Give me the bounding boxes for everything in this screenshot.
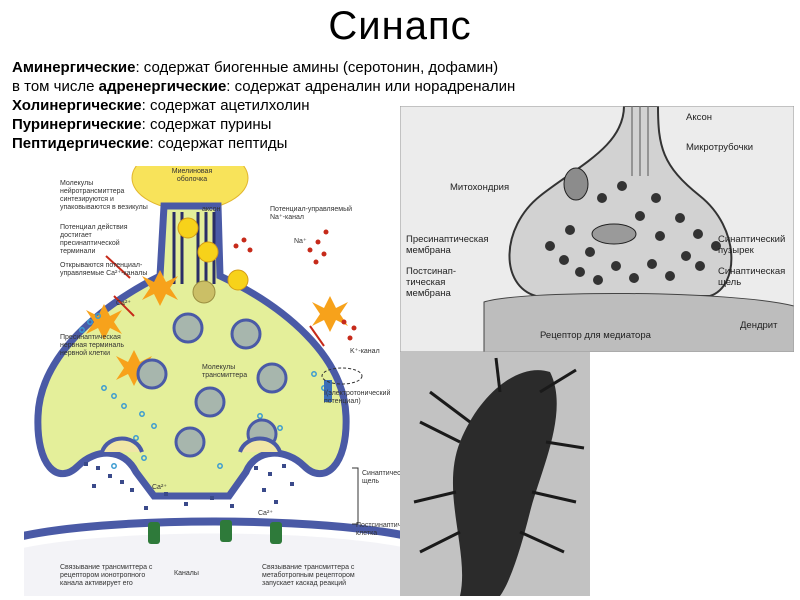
axon-vesicle [192, 280, 216, 304]
label-terminal: Пресинаптическая нервная терминаль нервн… [60, 334, 124, 357]
label-axon-left: аксон [202, 206, 221, 213]
synapse-gray-svg [400, 106, 794, 352]
label-action-potential: Потенциал действия достигает пресинаптич… [60, 224, 128, 255]
synapse-color-diagram: Миелиновая оболочка аксон Молекулы нейро… [24, 166, 406, 596]
mitochondrion [563, 167, 589, 201]
neuron-body [452, 370, 557, 596]
cleft-bracket [352, 467, 359, 525]
postsynaptic-cell [24, 533, 406, 596]
label-cleft-right: Синаптическая щель [718, 266, 786, 288]
label-ca-lower-2: Ca²⁺ [258, 510, 273, 517]
label-na-channel: Потенциал-управляемый Na⁺-канал [270, 206, 353, 221]
synapse-gray-diagram: Аксон Микротрубочки Митохондрия Пресинап… [400, 106, 794, 352]
label-axon-right: Аксон [686, 112, 712, 123]
na-ions [233, 229, 357, 341]
postsynaptic-membrane [24, 517, 406, 540]
label-ionotropic: Связывание трансмиттера с рецептором ион… [60, 564, 153, 587]
synapse-types-list: Аминергические: содержат биогенные амины… [12, 58, 515, 153]
line-adrenergic: в том числе адренергические: содержат ад… [12, 78, 516, 95]
synaptic-vesicles [136, 312, 288, 458]
postsynaptic-channels [148, 520, 282, 544]
signal-arrows [105, 255, 325, 347]
axon-vesicle [177, 217, 199, 239]
label-channels: Каналы [174, 570, 199, 577]
label-myelin: Миелиновая оболочка [171, 168, 213, 183]
axon-vesicle [227, 269, 249, 291]
label-microtubules: Микротрубочки [686, 142, 754, 153]
line-cholinergic: Холинергические: содержат ацетилхолин [12, 97, 310, 114]
label-postsyn-cell: Постсинаптическая клетка [356, 522, 406, 537]
label-mitochondria: Митохондрия [450, 182, 510, 193]
label-cleft-left: Синаптическая щель [362, 470, 406, 485]
label-ca: Ca²⁺ [116, 300, 131, 307]
k-channel [324, 380, 332, 402]
label-presyn-membrane: Пресинаптическая мембрана [406, 234, 489, 256]
slide-title: Синапс [328, 4, 472, 48]
label-transmitter: Молекулы трансмиттера [202, 364, 248, 379]
synapse-color-svg [24, 166, 406, 596]
label-na: Na⁺ [294, 238, 307, 245]
line-purinergic: Пуринергические: содержат пурины [12, 116, 272, 133]
synaptic-vesicles-gray [545, 181, 721, 285]
label-metabotropic: Связывание трансмиттера с метаботропным … [262, 564, 355, 587]
electrotonic-loop [321, 367, 363, 385]
micrograph-svg [400, 352, 590, 596]
releasing-vesicles [100, 436, 282, 453]
microtubules [631, 106, 649, 176]
axon-vesicle [197, 241, 219, 263]
line-aminergic: Аминергические: содержат биогенные амины… [12, 59, 499, 76]
label-k-channel: K⁺-канал [350, 348, 380, 355]
flash-group [86, 270, 348, 386]
label-dendrite: Дендрит [740, 320, 778, 331]
transmitter-molecules [84, 462, 294, 510]
line-peptidergic: Пептидергические: содержат пептиды [12, 135, 288, 152]
label-vesicles-note: Молекулы нейротрансмиттера синтезируются… [60, 180, 148, 211]
label-vesicle: Синаптический пузырек [718, 234, 786, 256]
label-electrotonic: I(электротонический потенциал) [324, 390, 391, 405]
label-ca-lower-1: Ca²⁺ [152, 484, 167, 491]
label-ca-channels: Открываются потенциал-управляемые Ca²⁺-к… [60, 262, 148, 277]
label-postsyn-membrane: Постсинап-тическая мембрана [406, 266, 457, 299]
mitochondrion [591, 223, 637, 245]
spines [413, 357, 585, 554]
synapse-micrograph [400, 352, 590, 596]
label-receptor: Рецептор для медиатора [540, 330, 651, 341]
